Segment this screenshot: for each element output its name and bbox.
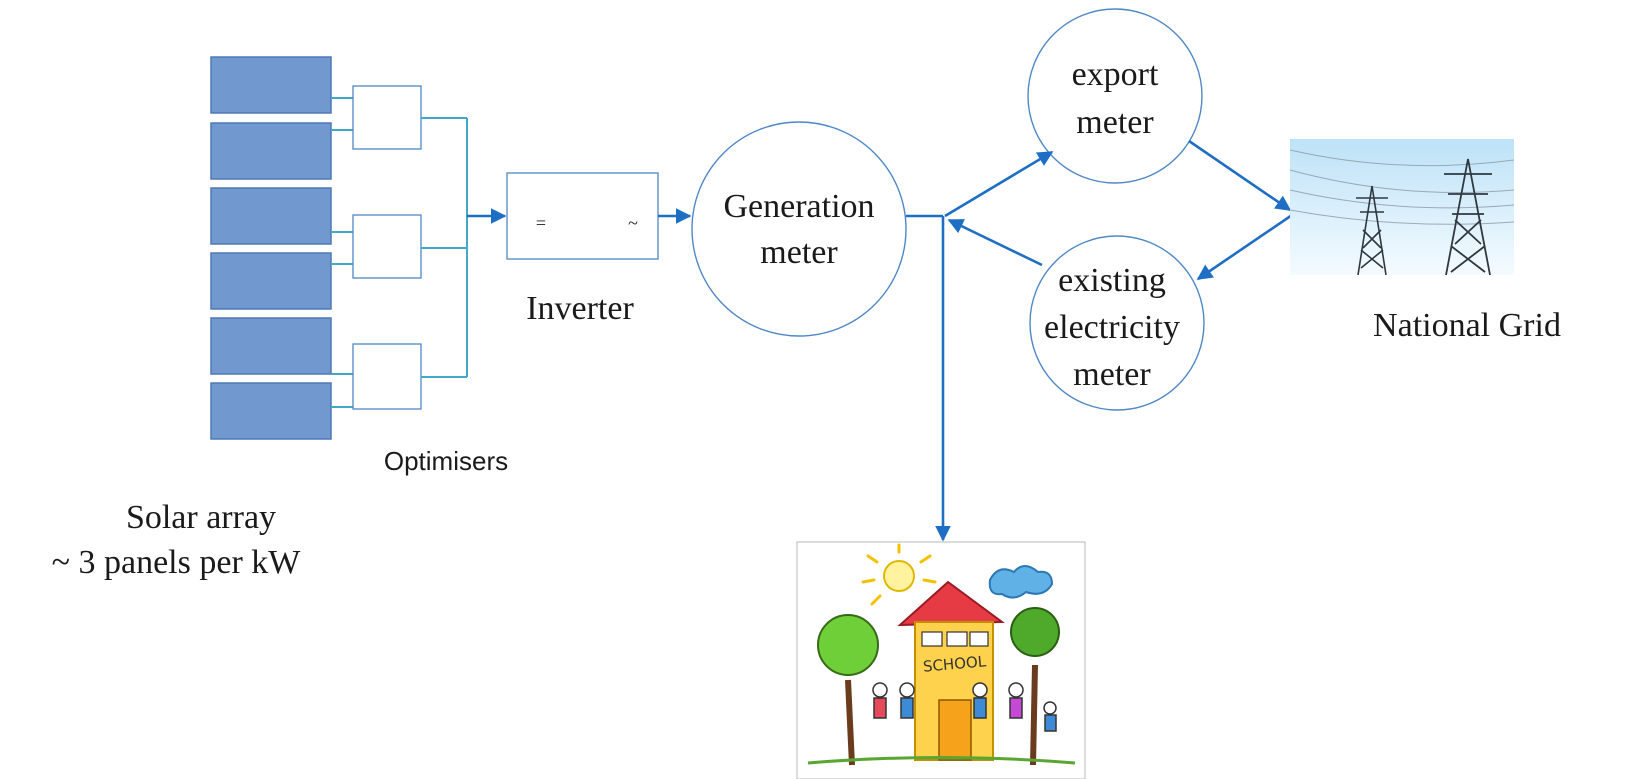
export-meter-label-1: export <box>1072 56 1159 93</box>
tree-icon <box>1010 607 1060 766</box>
solar-panel <box>210 187 332 245</box>
pylon-icon <box>1356 185 1388 276</box>
arrow-grid-to-existing <box>1196 211 1296 281</box>
national-grid-picture <box>1289 139 1515 276</box>
solar-array-label: Solar array <box>126 499 276 536</box>
existing-meter-label-3: meter <box>1073 356 1151 393</box>
arrow-junction-to-export <box>944 150 1054 218</box>
export-meter-label-2: meter <box>1076 104 1154 141</box>
inverter-label: Inverter <box>526 290 634 327</box>
optimisers <box>352 85 422 410</box>
inverter-ac-symbol: ~ <box>628 213 638 233</box>
arrow-export-to-grid <box>1188 139 1292 212</box>
solar-panel <box>210 317 332 375</box>
optimiser-box <box>352 214 422 279</box>
optimiser-box <box>352 343 422 410</box>
solar-panel <box>210 122 332 180</box>
existing-meter-label-2: electricity <box>1044 309 1180 346</box>
school-sign: SCHOOL <box>922 652 987 675</box>
pylon-icon <box>1444 158 1492 276</box>
solar-panel <box>210 56 332 114</box>
inverter-dc-symbol: = <box>536 213 546 233</box>
solar-array-sublabel: ~ 3 panels per kW <box>52 544 302 581</box>
flow-arrows <box>467 139 1296 542</box>
school-drawing: SCHOOL <box>796 541 1086 779</box>
existing-meter-label-1: existing <box>1058 262 1166 299</box>
tree-icon <box>817 614 879 766</box>
solar-array <box>210 56 332 440</box>
generation-meter-label-1: Generation <box>723 188 874 225</box>
solar-panel <box>210 252 332 310</box>
generation-meter-label-2: meter <box>760 234 838 271</box>
optimisers-label: Optimisers <box>384 446 508 476</box>
solar-panel <box>210 382 332 440</box>
optimiser-bus <box>421 117 468 378</box>
export-meter-circle <box>1027 8 1203 184</box>
arrow-existing-to-junction <box>947 218 1043 267</box>
panel-wires <box>331 97 353 408</box>
national-grid-label: National Grid <box>1373 307 1561 344</box>
children-icon <box>872 682 1057 732</box>
generation-meter-circle <box>691 121 907 337</box>
existing-meter-circle <box>1029 235 1205 411</box>
sun-icon <box>861 543 937 606</box>
cloud-icon <box>988 565 1054 599</box>
optimiser-box <box>352 85 422 150</box>
